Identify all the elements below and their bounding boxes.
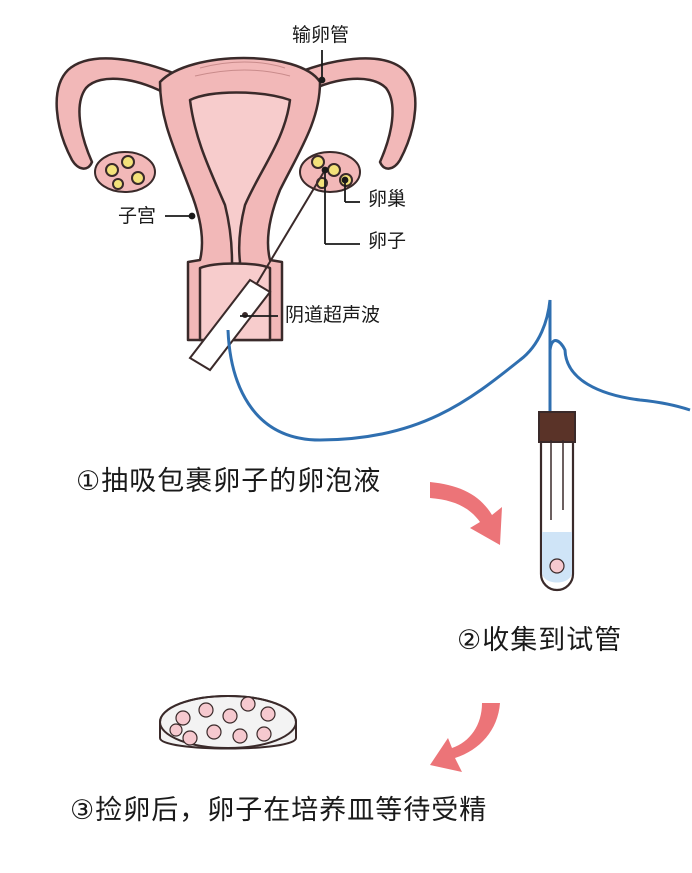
step-1-text: ①抽吸包裹卵子的卵泡液 xyxy=(76,468,381,495)
left-ovary xyxy=(95,152,155,192)
test-tube xyxy=(539,412,575,590)
label-uterus: 子宫 xyxy=(118,207,156,226)
label-ovary: 卵巢 xyxy=(368,190,406,209)
arrow-2 xyxy=(430,703,500,772)
arrow-1 xyxy=(430,482,502,545)
petri-dish xyxy=(160,696,296,749)
step-2-text: ②收集到试管 xyxy=(457,627,622,654)
label-egg: 卵子 xyxy=(368,232,406,251)
label-fallopian-tube: 输卵管 xyxy=(292,26,349,45)
step-3-text: ③捡卵后，卵子在培养皿等待受精 xyxy=(70,797,487,824)
label-ultrasound: 阴道超声波 xyxy=(285,306,380,325)
right-ovary xyxy=(300,152,360,192)
